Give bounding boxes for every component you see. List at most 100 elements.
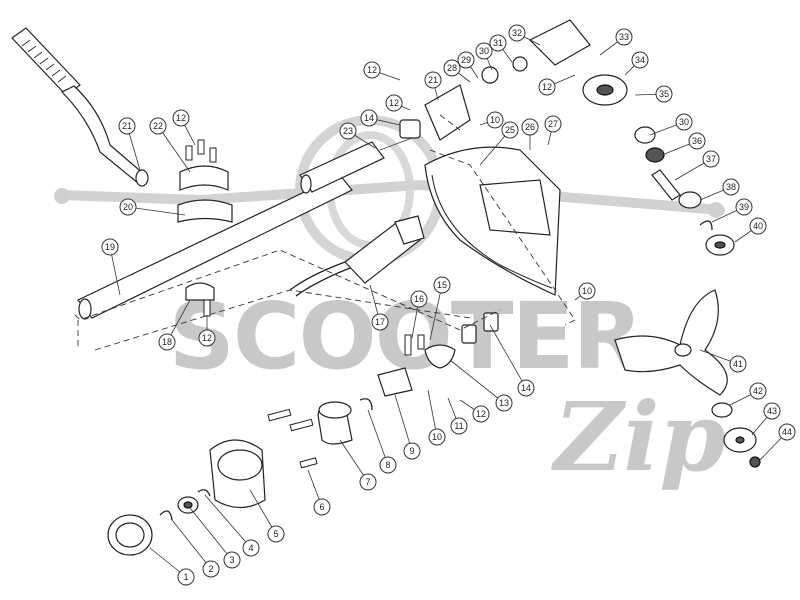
- callout-label: 10: [490, 115, 500, 125]
- callout-label: 5: [273, 529, 278, 539]
- callout-c42: 42: [749, 382, 767, 400]
- callout-label: 31: [493, 38, 503, 48]
- callout-c32: 32: [508, 24, 526, 42]
- leader-c4: [204, 494, 252, 549]
- callout-circle: [749, 217, 767, 235]
- callout-label: 19: [105, 242, 115, 252]
- callout-circle: [472, 405, 490, 423]
- callout-label: 21: [428, 75, 438, 85]
- callout-circle: [489, 34, 507, 52]
- callout-circle: [538, 78, 556, 96]
- callout-label: 14: [521, 383, 531, 393]
- callout-c27: 27: [544, 115, 562, 133]
- callout-label: 41: [733, 359, 743, 369]
- bearing-stack-right: [634, 126, 735, 256]
- callout-circle: [177, 568, 195, 586]
- leader-c15: [429, 284, 443, 341]
- callout-label: 12: [542, 82, 552, 92]
- leader-c8: [367, 409, 389, 466]
- callout-c23: 23: [339, 122, 357, 140]
- leader-c13a: [449, 359, 505, 404]
- callout-c14a: 14: [517, 379, 535, 397]
- callout-c30a: 30: [475, 42, 493, 60]
- callout-label: 10: [432, 432, 442, 442]
- callout-c11a: 11: [450, 417, 468, 435]
- watermark: SCOOTER Zip: [54, 115, 726, 493]
- callout-circle: [763, 402, 781, 420]
- callout-label: 27: [548, 119, 558, 129]
- callout-c25: 25: [501, 121, 519, 139]
- callout-c12f: 12: [538, 78, 556, 96]
- callout-label: 3: [229, 555, 234, 565]
- callout-c38: 38: [722, 178, 740, 196]
- lower-bracket: [185, 282, 215, 317]
- callout-circle: [675, 113, 693, 131]
- shaft-clamp: [177, 139, 233, 223]
- callout-circle: [495, 394, 513, 412]
- callout-c18: 18: [158, 333, 176, 351]
- callout-circle: [433, 276, 451, 294]
- callout-c10c: 10: [578, 282, 596, 300]
- callout-label: 13: [499, 398, 509, 408]
- callout-label: 9: [409, 446, 414, 456]
- callout-label: 34: [635, 55, 645, 65]
- leader-c14a: [489, 324, 527, 389]
- callout-circle: [313, 498, 331, 516]
- callout-circle: [486, 111, 504, 129]
- callout-circle: [424, 71, 442, 89]
- callout-label: 15: [437, 280, 447, 290]
- callout-c5: 5: [267, 525, 285, 543]
- callout-label: 35: [659, 89, 669, 99]
- callout-c40: 40: [749, 217, 767, 235]
- callout-circle: [410, 290, 428, 308]
- callout-c17: 17: [371, 313, 389, 331]
- grass-guard: [424, 146, 561, 296]
- callout-label: 32: [512, 28, 522, 38]
- callout-label: 18: [162, 337, 172, 347]
- callout-c8: 8: [379, 456, 397, 474]
- trimmer-blade: [614, 289, 761, 468]
- callout-circle: [749, 382, 767, 400]
- callout-circle: [158, 333, 176, 351]
- callout-circle: [172, 109, 190, 127]
- callout-c21a: 21: [118, 117, 136, 135]
- callout-label: 30: [479, 46, 489, 56]
- callout-label: 10: [582, 286, 592, 296]
- callout-circle: [385, 94, 403, 112]
- callout-c13a: 13: [495, 394, 513, 412]
- callout-label: 6: [319, 502, 324, 512]
- callout-label: 17: [375, 317, 385, 327]
- callout-label: 12: [389, 98, 399, 108]
- callout-circle: [475, 42, 493, 60]
- handle-assembly: [11, 27, 149, 187]
- callout-circle: [517, 379, 535, 397]
- callout-circle: [149, 117, 167, 135]
- callout-c12e: 12: [385, 94, 403, 112]
- throttle-control: [289, 215, 425, 297]
- callout-label: 29: [461, 55, 471, 65]
- callout-label: 23: [343, 126, 353, 136]
- callout-label: 4: [248, 543, 253, 553]
- lower-engine-assembly: [107, 367, 413, 556]
- callout-circle: [501, 121, 519, 139]
- callout-circle: [363, 61, 381, 79]
- callout-circle: [101, 238, 119, 256]
- callout-circle: [379, 456, 397, 474]
- callout-circle: [119, 198, 137, 216]
- callout-circle: [360, 109, 378, 127]
- callout-c36: 36: [688, 132, 706, 150]
- callout-circle: [457, 51, 475, 69]
- callout-c35: 35: [655, 85, 673, 103]
- main-shaft: [77, 134, 421, 320]
- callout-label: 40: [753, 221, 763, 231]
- callout-circle: [655, 85, 673, 103]
- callout-c44: 44: [778, 423, 796, 441]
- leader-c2: [171, 519, 212, 570]
- callout-label: 44: [782, 427, 792, 437]
- callout-circle: [339, 122, 357, 140]
- callout-c37: 37: [702, 150, 720, 168]
- callout-circle: [443, 59, 461, 77]
- callout-c12b: 12: [198, 329, 216, 347]
- callout-circle: [450, 417, 468, 435]
